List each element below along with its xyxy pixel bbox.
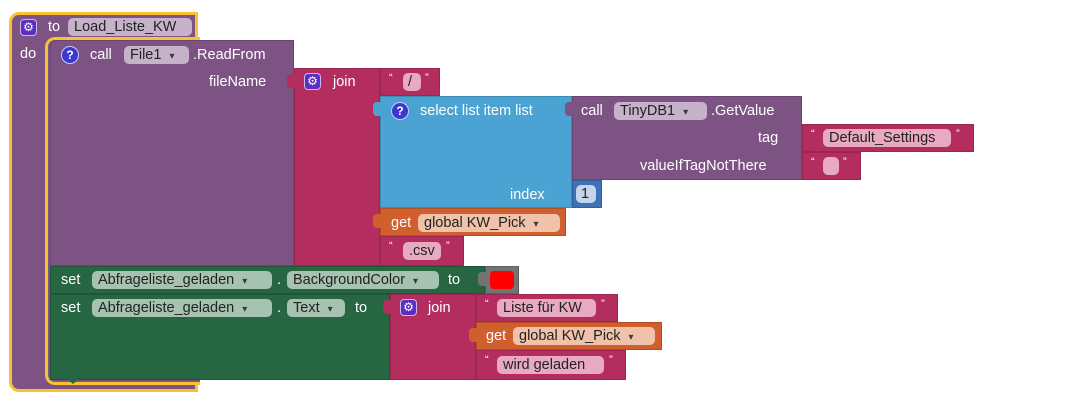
index-value-field[interactable]: 1 <box>576 185 596 203</box>
set-label: set <box>61 272 81 288</box>
dot-label: . <box>277 272 282 288</box>
get-connector <box>469 328 477 342</box>
close-quote-icon: ” <box>609 354 613 366</box>
join-block[interactable] <box>294 68 380 266</box>
dot-label: . <box>277 300 282 316</box>
getvalue-connector <box>565 102 573 116</box>
join-connector <box>383 300 391 314</box>
close-quote-icon: ” <box>843 156 847 168</box>
get-label: get <box>391 215 412 231</box>
getvalue-method-label: .GetValue <box>711 103 775 119</box>
variable-dropdown[interactable]: global KW_Pick <box>418 214 560 232</box>
call-label: call <box>90 47 112 63</box>
text-slash-block[interactable] <box>380 68 440 96</box>
color-swatch[interactable] <box>490 271 514 289</box>
close-quote-icon: ” <box>601 298 605 310</box>
set-label: set <box>61 300 81 316</box>
text-wird-field[interactable]: wird geladen <box>497 356 604 374</box>
select-connector <box>373 102 381 116</box>
open-quote-icon: “ <box>389 240 393 252</box>
component-dropdown[interactable]: Abfrageliste_geladen <box>92 271 272 289</box>
index-label: index <box>510 187 545 203</box>
join-label: join <box>428 300 451 316</box>
close-quote-icon: ” <box>425 72 429 84</box>
get-connector <box>373 214 381 228</box>
color-connector <box>478 272 486 286</box>
select-list-item-label: select list item list <box>420 103 533 119</box>
file-readfrom-block[interactable] <box>50 40 294 266</box>
help-icon[interactable]: ? <box>391 102 409 120</box>
gear-icon[interactable]: ⚙ <box>400 299 417 316</box>
default-param-label: valueIfTagNotThere <box>640 158 767 174</box>
open-quote-icon: “ <box>389 72 393 84</box>
tinydb-component-dropdown[interactable]: TinyDB1 <box>614 102 707 120</box>
gear-icon[interactable]: ⚙ <box>20 19 37 36</box>
open-quote-icon: “ <box>811 128 815 140</box>
open-quote-icon: “ <box>485 354 489 366</box>
tag-param-label: tag <box>758 130 779 146</box>
readfrom-method-label: .ReadFrom <box>193 47 266 63</box>
join-label: join <box>333 74 356 90</box>
open-quote-icon: “ <box>811 156 815 168</box>
get-label: get <box>486 328 507 344</box>
do-label: do <box>20 46 37 62</box>
to-label: to <box>448 272 461 288</box>
procedure-inner-outline <box>45 37 200 385</box>
text-csv-field[interactable]: .csv <box>403 242 441 260</box>
set-text-notch <box>66 378 80 384</box>
gear-icon[interactable]: ⚙ <box>304 73 321 90</box>
default-value-field[interactable] <box>823 157 839 175</box>
text-slash-field[interactable]: / <box>403 73 421 91</box>
file-component-dropdown[interactable]: File1 <box>124 46 189 64</box>
select-list-item-block[interactable] <box>380 96 572 208</box>
call-label: call <box>581 103 603 119</box>
filename-param-label: fileName <box>209 74 267 90</box>
close-quote-icon: ” <box>956 128 960 140</box>
text-liste-field[interactable]: Liste für KW <box>497 299 596 317</box>
property-dropdown[interactable]: Text <box>287 299 345 317</box>
help-icon[interactable]: ? <box>61 46 79 64</box>
open-quote-icon: “ <box>485 298 489 310</box>
to-label: to <box>355 300 368 316</box>
close-quote-icon: ” <box>446 240 450 252</box>
to-label: to <box>48 19 61 35</box>
variable-dropdown[interactable]: global KW_Pick <box>513 327 655 345</box>
component-dropdown[interactable]: Abfrageliste_geladen <box>92 299 272 317</box>
property-dropdown[interactable]: BackgroundColor <box>287 271 439 289</box>
procedure-name-field[interactable]: Load_Liste_KW <box>68 18 192 36</box>
tag-value-field[interactable]: Default_Settings <box>823 129 951 147</box>
join-connector <box>287 74 295 88</box>
